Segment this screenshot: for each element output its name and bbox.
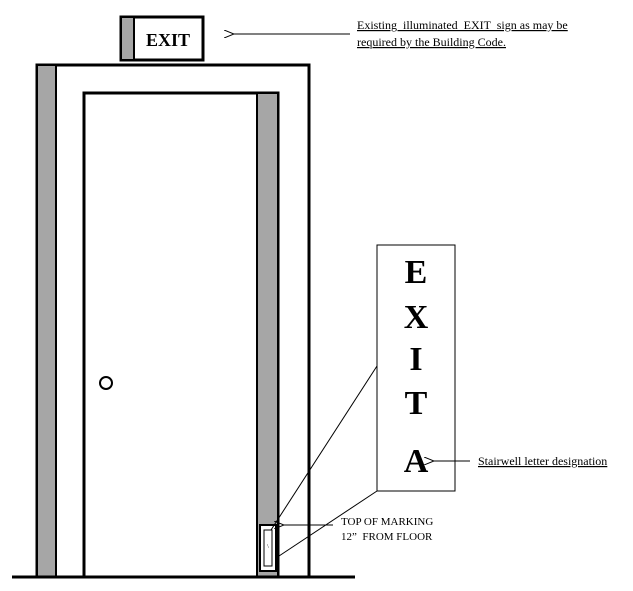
floor-marking: \	[259, 524, 277, 572]
exit-sign-note-line1: Existing illuminated EXIT sign as may be	[357, 18, 568, 32]
detail-leader-line-top	[270, 365, 378, 531]
stairwell-note: Stairwell letter designation	[478, 454, 607, 468]
exit-sign-label: EXIT	[146, 30, 190, 50]
door-slab	[82, 91, 280, 579]
marking-letter-t: T	[405, 385, 428, 422]
door-knob	[99, 376, 113, 390]
marking-letter-a: A	[404, 443, 429, 480]
marking-letter-x: X	[404, 299, 429, 336]
exit-sign: EXIT	[119, 15, 205, 62]
marking-detail-box: E X I T A	[376, 244, 456, 492]
marking-note-line1: TOP OF MARKING	[341, 516, 433, 528]
marking-note-line2: 12” FROM FLOOR	[341, 531, 433, 543]
exit-sign-note-line2: required by the Building Code.	[357, 35, 506, 49]
floor-marking-tiny-text: \	[267, 544, 269, 550]
marking-letter-i: I	[409, 341, 422, 378]
marking-letter-e: E	[405, 254, 428, 291]
